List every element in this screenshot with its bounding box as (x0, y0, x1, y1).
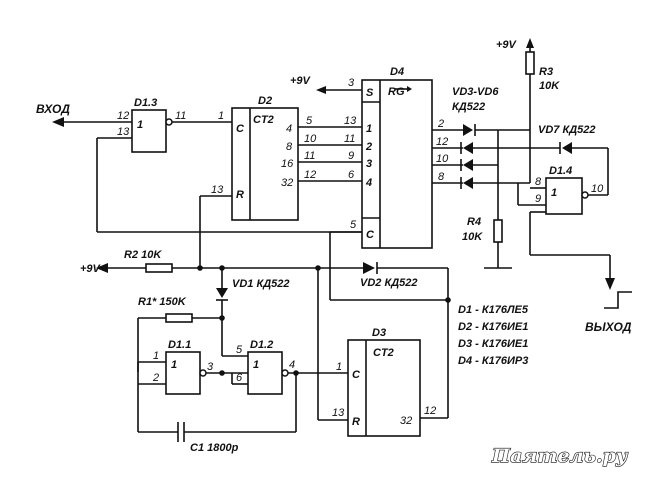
svg-text:5: 5 (306, 115, 313, 127)
svg-text:13: 13 (332, 407, 345, 419)
svg-text:1: 1 (153, 350, 159, 362)
output-label: ВЫХОД (585, 320, 632, 334)
svg-text:8: 8 (286, 141, 293, 153)
svg-text:12: 12 (424, 405, 436, 417)
svg-text:1: 1 (336, 361, 342, 373)
svg-text:10: 10 (304, 133, 317, 145)
svg-text:10K: 10K (539, 80, 560, 92)
svg-text:12: 12 (117, 110, 129, 122)
gate-d1-1-label: D1.1 (168, 339, 191, 351)
svg-text:R: R (352, 416, 360, 428)
svg-text:10: 10 (436, 153, 449, 165)
svg-text:8: 8 (535, 176, 542, 188)
svg-text:12: 12 (436, 136, 448, 148)
svg-text:C: C (366, 229, 375, 241)
power-label-3: +9V (496, 39, 518, 51)
svg-text:R2 10K: R2 10K (124, 249, 162, 261)
svg-text:4: 4 (365, 177, 372, 189)
input-label: ВХОД (36, 102, 70, 116)
gate-d1-2 (247, 351, 283, 395)
svg-text:CT2: CT2 (373, 347, 394, 359)
svg-text:2: 2 (152, 372, 159, 384)
resistor-r3 (525, 51, 535, 75)
chip-d3-label: D3 (372, 327, 386, 339)
vd1-label: VD1 КД522 (232, 278, 290, 290)
svg-text:1: 1 (253, 359, 259, 371)
svg-text:32: 32 (281, 177, 293, 189)
svg-text:2: 2 (437, 118, 444, 130)
svg-text:R: R (236, 189, 244, 201)
svg-text:5: 5 (236, 344, 243, 356)
vd3-vd6-label: VD3-VD6 (452, 86, 499, 98)
svg-text:5: 5 (350, 219, 357, 231)
svg-text:11: 11 (344, 133, 355, 145)
gate-d1-4 (545, 177, 583, 215)
chip-d4 (361, 79, 433, 249)
svg-text:10: 10 (591, 183, 604, 195)
svg-text:6: 6 (348, 169, 355, 181)
gate-d1-2-label: D1.2 (250, 339, 273, 351)
svg-text:1: 1 (218, 110, 224, 122)
svg-text:C: C (352, 369, 361, 381)
gate-d1-4-label: D1.4 (549, 165, 572, 177)
legend-line-3: D3 - К176ИЕ1 (458, 338, 528, 350)
svg-text:4: 4 (286, 123, 292, 135)
svg-text:11: 11 (304, 150, 315, 162)
vd2-label: VD2 КД522 (360, 277, 418, 289)
chip-d4-label: D4 (390, 66, 404, 78)
svg-text:S: S (366, 87, 374, 99)
svg-text:16: 16 (281, 158, 294, 170)
gate-d1-3-label: D1.3 (134, 97, 157, 109)
svg-text:1: 1 (551, 187, 557, 199)
svg-text:R1* 150K: R1* 150K (138, 296, 187, 308)
chip-d2 (231, 107, 299, 221)
resistor-r4 (493, 219, 503, 243)
legend-line-2: D2 - К176ИЕ1 (458, 321, 528, 333)
gate-d1-3 (131, 109, 167, 153)
svg-text:9: 9 (348, 150, 354, 162)
svg-text:8: 8 (438, 171, 445, 183)
svg-text:6: 6 (236, 372, 243, 384)
svg-text:11: 11 (175, 110, 186, 122)
svg-text:10K: 10K (462, 231, 483, 243)
watermark: Паяmeль.ру (491, 445, 629, 467)
svg-text:13: 13 (117, 126, 130, 138)
svg-text:1: 1 (366, 123, 372, 135)
c1-label: C1 1800p (190, 442, 239, 454)
legend-line-4: D4 - К176ИР3 (458, 355, 528, 367)
power-label-2: +9V (80, 263, 102, 275)
svg-text:R4: R4 (467, 216, 481, 228)
power-label-1: +9V (290, 75, 312, 87)
svg-text:КД522: КД522 (452, 101, 485, 113)
resistor-r1 (165, 313, 193, 323)
svg-text:RG: RG (388, 86, 405, 98)
legend-line-1: D1 - К176ЛЕ5 (458, 304, 529, 316)
diodes-vd3-vd6 (460, 124, 476, 189)
svg-text:C: C (236, 123, 245, 135)
svg-text:1: 1 (171, 359, 177, 371)
vd7-label: VD7 КД522 (538, 124, 596, 136)
resistor-r2 (145, 263, 173, 273)
input-arrow (52, 117, 132, 127)
svg-text:12: 12 (304, 169, 316, 181)
svg-text:13: 13 (344, 115, 357, 127)
svg-text:9: 9 (535, 193, 541, 205)
svg-text:3: 3 (348, 77, 355, 89)
svg-text:32: 32 (400, 415, 412, 427)
gate-d1-1 (165, 351, 201, 395)
svg-text:2: 2 (365, 141, 372, 153)
svg-text:13: 13 (211, 184, 224, 196)
svg-text:3: 3 (207, 361, 214, 373)
svg-text:R3: R3 (539, 66, 553, 78)
svg-text:1: 1 (137, 119, 143, 131)
chip-d3 (347, 339, 421, 437)
chip-d2-label: D2 (258, 95, 272, 107)
svg-text:4: 4 (289, 359, 295, 371)
svg-text:CT2: CT2 (253, 114, 274, 126)
svg-text:3: 3 (366, 158, 372, 170)
chip-legend: D1 - К176ЛЕ5 D2 - К176ИЕ1 D3 - К176ИЕ1 D… (458, 304, 529, 367)
